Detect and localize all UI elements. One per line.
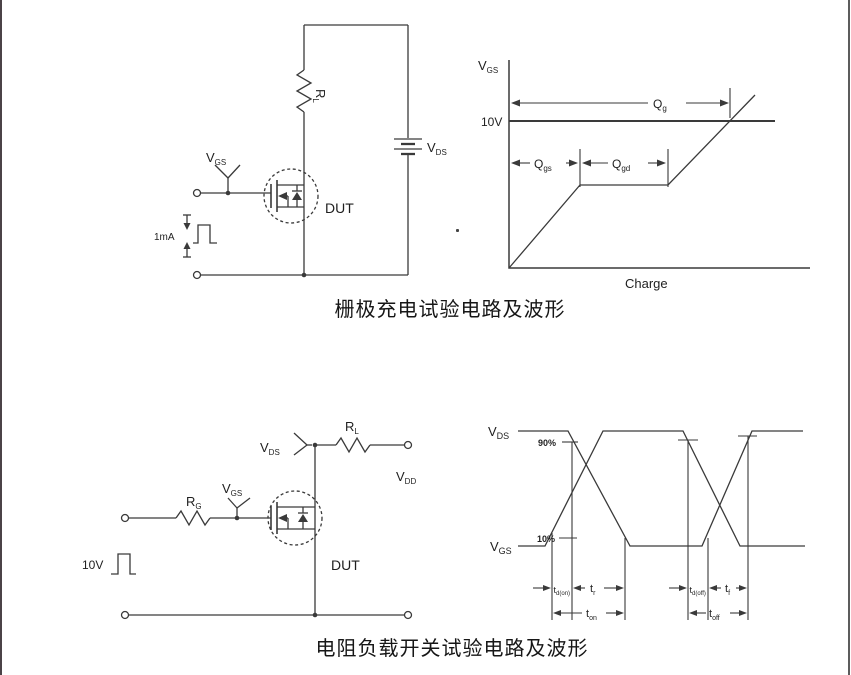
dimension-ticks: [579, 88, 731, 187]
qg-label: Qg: [653, 97, 667, 113]
rl-label: RL: [311, 89, 328, 103]
td-on-label: td(on): [554, 585, 571, 597]
vgs-probe: [214, 164, 241, 193]
level-label: 10V: [481, 115, 502, 129]
td-off-label: td(off): [690, 585, 706, 597]
ground-terminal-left: [120, 610, 130, 620]
x-axis-label: Charge: [625, 276, 668, 291]
mosfet-symbol: [263, 168, 319, 224]
pulse-amplitude-label: 10V: [82, 558, 103, 572]
vgs-label: VGS: [222, 481, 242, 498]
pulse-symbol: [111, 553, 136, 575]
qgd-label: Qgd: [612, 157, 630, 173]
rg-label: RG: [186, 494, 202, 511]
junction-dot: [301, 272, 307, 278]
qgd-dimension: [582, 159, 666, 167]
switching-waveform: VDS VGS 90% 10% td(on) tr ton td(off) tf…: [488, 424, 805, 622]
circuit-wires: [128, 436, 405, 616]
gate-charge-waveform: VGS 10V Qg Qgs Qgd Charge: [478, 58, 810, 291]
rl-label: RL: [345, 419, 359, 436]
timing-dimension-row1: [533, 585, 747, 591]
dut-label: DUT: [325, 200, 354, 216]
junction-dot: [234, 515, 240, 521]
junction-dot: [312, 442, 318, 448]
pulse-symbol: [193, 224, 217, 244]
ground-terminal: [192, 270, 202, 280]
y-axis-label: VGS: [478, 58, 498, 75]
stray-dot: [456, 229, 459, 232]
page-left-border: [0, 0, 2, 675]
circuit-wires: [200, 24, 409, 276]
vdd-terminal: [403, 440, 413, 450]
figure2-caption: 电阻负载开关试验电路及波形: [315, 638, 589, 660]
qg-dimension: [511, 99, 729, 107]
gate-input-terminal: [120, 513, 130, 523]
qgs-dimension: [511, 159, 578, 167]
vds-probe: [293, 432, 312, 456]
current-source-symbol: [183, 214, 217, 258]
ninety-percent-label: 90%: [538, 438, 556, 448]
page-right-border: [848, 0, 850, 675]
vds-label: VDS: [260, 440, 280, 457]
timing-verticals: [551, 436, 749, 620]
ton-label: ton: [586, 608, 597, 622]
junction-dot: [312, 612, 318, 618]
vgs-label: VGS: [206, 150, 226, 167]
current-label: 1mA: [154, 232, 175, 243]
toff-label: toff: [709, 608, 720, 622]
vgs-label: VGS: [490, 539, 512, 556]
dut-label: DUT: [331, 557, 360, 573]
gate-input-terminal: [192, 188, 202, 198]
vgs-waveform: [518, 430, 805, 547]
tf-label: tf: [725, 583, 730, 597]
timing-dimension-row2: [553, 610, 747, 616]
battery-vds: [394, 138, 422, 156]
ground-terminal-right: [403, 610, 413, 620]
tr-label: tr: [590, 583, 596, 597]
ten-percent-label: 10%: [537, 534, 555, 544]
gate-charge-circuit: VGS RL VDS DUT 1mA: [154, 24, 447, 280]
vgs-probe: [227, 497, 251, 518]
vds-waveform: [518, 430, 803, 547]
vds-label: VDS: [427, 140, 447, 157]
vgs-charge-curve: [508, 94, 756, 269]
mosfet-symbol: [267, 490, 323, 546]
figure1-caption: 栅极充电试验电路及波形: [334, 299, 566, 321]
vdd-label: VDD: [396, 469, 416, 486]
vds-label: VDS: [488, 424, 509, 441]
switching-test-circuit: RG RL VGS VDS VDD 10V DUT: [82, 419, 416, 620]
qgs-label: Qgs: [534, 157, 552, 173]
